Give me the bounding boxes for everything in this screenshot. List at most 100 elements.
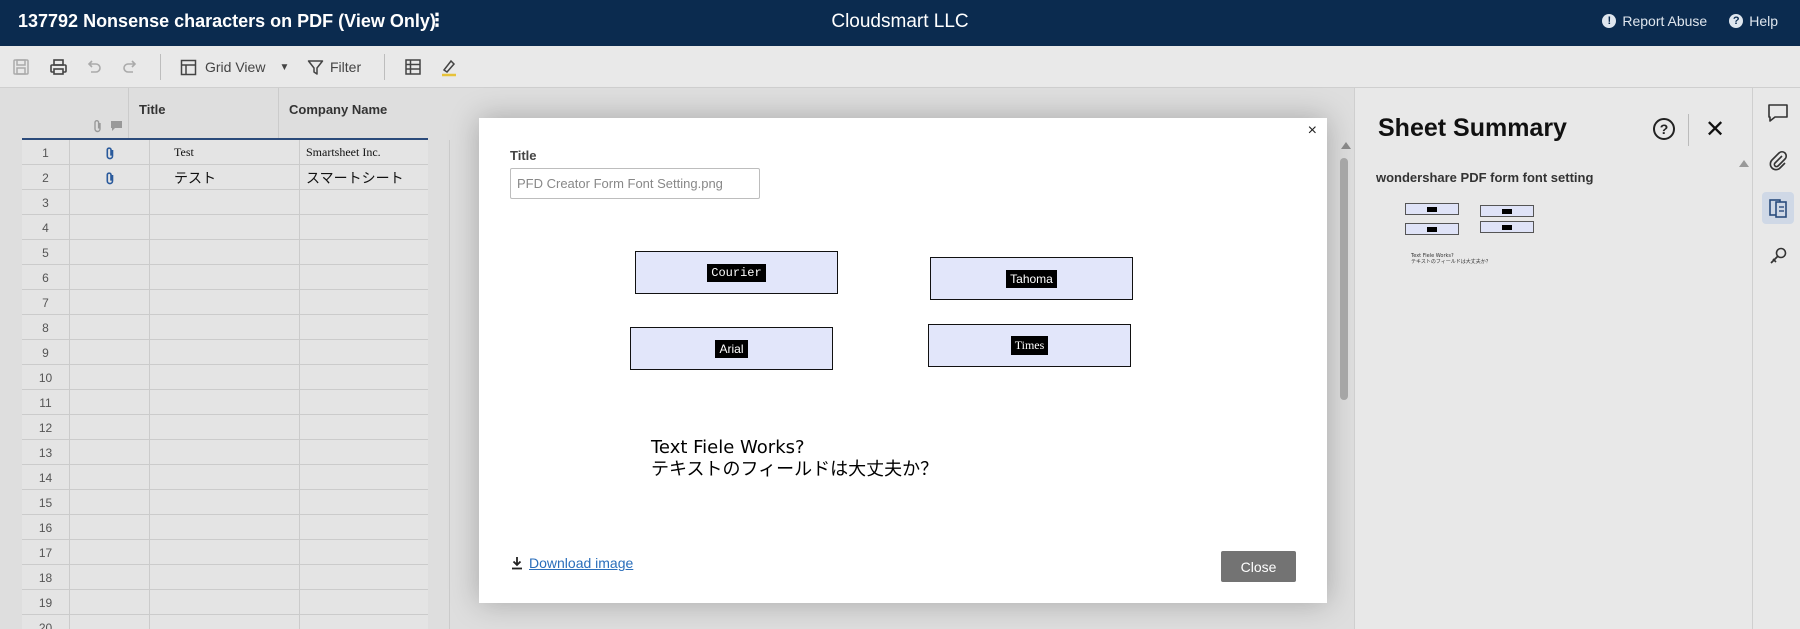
cell-company[interactable] [300,540,450,565]
sheet-menu-icon[interactable]: ⋮ [428,10,446,30]
card-view-icon [405,59,421,75]
cell-title[interactable] [150,440,300,465]
panel-help-icon[interactable]: ? [1653,118,1675,140]
attachments-button[interactable] [1762,145,1794,177]
font-label: Arial [715,339,748,358]
table-row[interactable]: 15 [22,490,450,515]
panel-scroll-up-arrow[interactable] [1739,160,1749,167]
table-row[interactable]: 3 [22,190,450,215]
title-input[interactable] [510,168,760,199]
table-row[interactable]: 5 [22,240,450,265]
table-row[interactable]: 7 [22,290,450,315]
print-button[interactable] [49,56,68,78]
table-row[interactable]: 4 [22,215,450,240]
column-header-title[interactable]: Title [128,88,278,138]
row-attachment-cell[interactable] [70,140,150,165]
cell-company[interactable]: Smartsheet Inc. [300,140,450,165]
cell-company[interactable] [300,340,450,365]
cell-company[interactable] [300,515,450,540]
cell-title[interactable] [150,415,300,440]
cell-title[interactable] [150,265,300,290]
cell-company[interactable] [300,290,450,315]
cell-company[interactable] [300,315,450,340]
cell-title[interactable] [150,215,300,240]
table-row[interactable]: 9 [22,340,450,365]
table-row[interactable]: 14 [22,465,450,490]
scrollbar-thumb[interactable] [1340,158,1348,400]
attachment-icon[interactable] [104,171,116,185]
panel-close-icon[interactable]: ✕ [1705,116,1726,143]
cell-company[interactable] [300,465,450,490]
sheet-summary-button[interactable] [1762,192,1794,224]
cell-title[interactable] [150,565,300,590]
cell-title[interactable] [150,515,300,540]
report-abuse-link[interactable]: ! Report Abuse [1602,13,1707,29]
cell-company[interactable] [300,240,450,265]
highlight-button[interactable] [439,56,459,78]
view-label: Grid View [205,59,266,75]
view-selector[interactable]: Grid View ▼ [180,56,289,78]
activity-button[interactable] [1762,240,1794,272]
row-number: 6 [22,265,70,290]
cell-company[interactable] [300,440,450,465]
font-label: Tahoma [1006,269,1057,288]
row-attachment-cell [70,190,150,215]
table-row[interactable]: 11 [22,390,450,415]
cell-title[interactable] [150,390,300,415]
cell-title[interactable] [150,590,300,615]
download-image-link[interactable]: Download image [511,555,633,571]
cell-company[interactable] [300,565,450,590]
cell-title[interactable]: テスト [150,165,300,190]
redo-button[interactable] [121,56,139,78]
cell-company[interactable] [300,265,450,290]
attachments-icon [1769,150,1788,171]
cell-title[interactable] [150,190,300,215]
cell-company[interactable] [300,390,450,415]
cell-title[interactable] [150,340,300,365]
cell-title[interactable] [150,240,300,265]
summary-image-thumbnail[interactable]: Text Fiele Works? テキストのフィールドは大丈夫か？ [1405,203,1555,273]
table-row[interactable]: 19 [22,590,450,615]
cell-company[interactable] [300,215,450,240]
close-button[interactable]: Close [1221,551,1296,582]
table-row[interactable]: 18 [22,565,450,590]
cell-company[interactable] [300,365,450,390]
help-link[interactable]: ? Help [1729,13,1778,29]
filter-button[interactable]: Filter [307,56,361,78]
column-header-company[interactable]: Company Name [278,88,428,138]
undo-button[interactable] [85,56,103,78]
table-row[interactable]: 16 [22,515,450,540]
comments-button[interactable] [1762,97,1794,129]
modal-close-icon[interactable]: × [1307,122,1317,139]
cell-title[interactable] [150,315,300,340]
table-row[interactable]: 10 [22,365,450,390]
cell-company[interactable] [300,590,450,615]
cell-title[interactable] [150,365,300,390]
row-attachment-cell[interactable] [70,165,150,190]
toolbar-divider [160,54,161,80]
sheet-title[interactable]: 137792 Nonsense characters on PDF (View … [18,11,436,31]
cell-title[interactable] [150,290,300,315]
card-view-button[interactable] [404,56,422,78]
table-row[interactable]: 8 [22,315,450,340]
cell-company[interactable]: スマートシート [300,165,450,190]
cell-company[interactable] [300,190,450,215]
cell-title[interactable] [150,490,300,515]
cell-company[interactable] [300,490,450,515]
attachment-icon[interactable] [104,146,116,160]
save-button[interactable] [12,56,30,78]
table-row[interactable]: 6 [22,265,450,290]
cell-company[interactable] [300,615,450,629]
cell-title[interactable]: Test [150,140,300,165]
cell-title[interactable] [150,465,300,490]
table-row[interactable]: 13 [22,440,450,465]
cell-title[interactable] [150,615,300,629]
cell-company[interactable] [300,415,450,440]
table-row[interactable]: 20 [22,615,450,629]
cell-title[interactable] [150,540,300,565]
table-row[interactable]: 17 [22,540,450,565]
scroll-up-arrow[interactable] [1341,142,1351,149]
table-row[interactable]: 12 [22,415,450,440]
